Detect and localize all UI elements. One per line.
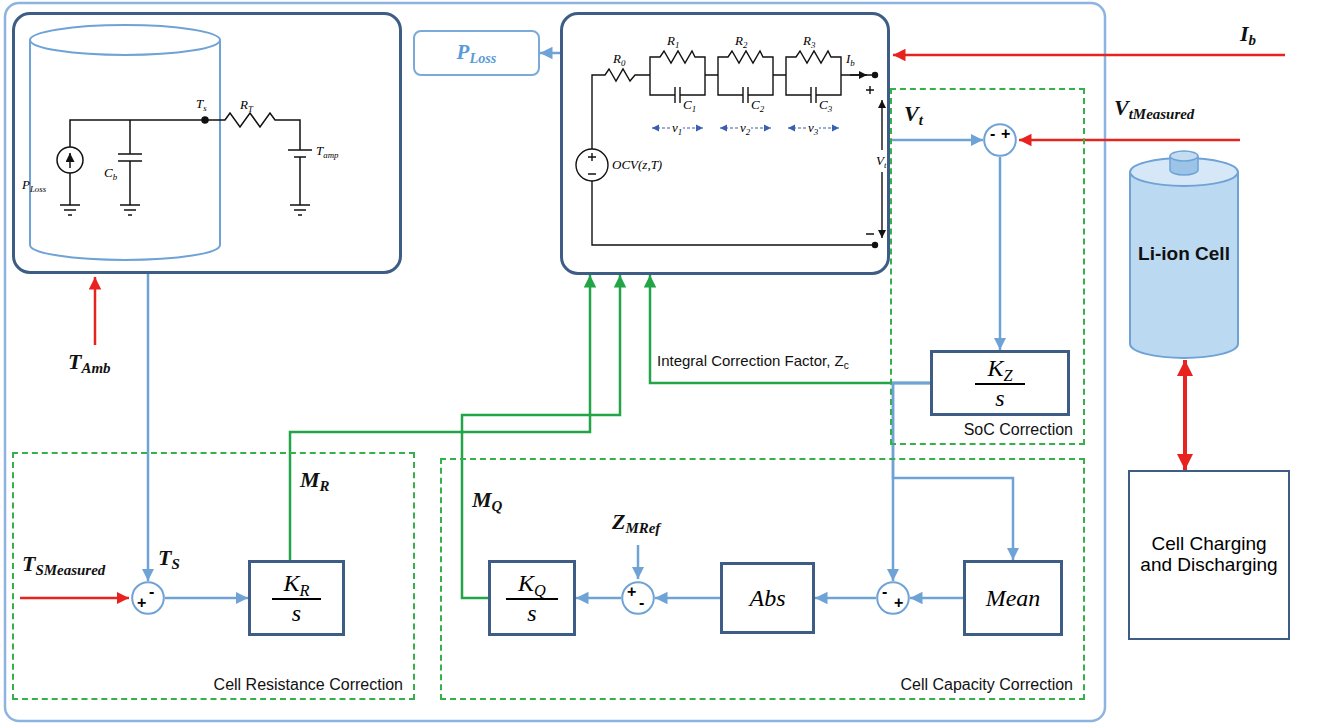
signal-connector (165, 597, 248, 600)
box-label: Cell Charging and Discharging (1138, 534, 1280, 576)
box-label: Abs (750, 585, 786, 611)
region-title: SoC Correction (964, 421, 1073, 439)
sign-label: - (882, 584, 887, 600)
summing-circle (132, 582, 164, 614)
ecm-circuit (576, 69, 882, 248)
signal-connector (910, 597, 963, 600)
charger-box: Cell Charging and Discharging (1128, 470, 1290, 640)
edge-label: Vt (902, 102, 925, 126)
signal-connector (576, 597, 621, 600)
thermal-cylinder (30, 25, 220, 260)
summing-circle (983, 123, 1017, 157)
abs-block: Abs (720, 562, 815, 634)
circuit-label: v2 (739, 121, 751, 134)
li-ion-cell: Li-ion Cell (1128, 148, 1240, 360)
circuit-label: Ib (846, 52, 855, 65)
signal-connector (462, 275, 620, 598)
circuit-label: v3 (807, 121, 819, 134)
circuit-label: OCV(z,T) (612, 158, 662, 171)
equivalent-circuit-box: R0 R1C1v1 R2C2v2 R3C3v3 IbVt OCV(z,T) (560, 12, 890, 275)
signal-label: TAmb (66, 350, 113, 374)
summing-junction: -+ (876, 581, 910, 615)
circuit-label: C3 (819, 98, 832, 111)
transfer-function: s (995, 385, 1004, 411)
circuit-label: R1 (667, 34, 679, 47)
signal-label: VtMeasured (1112, 96, 1196, 120)
cell-body (1130, 172, 1238, 358)
cell-cap (1170, 151, 1198, 161)
transfer-function: s (527, 600, 536, 626)
sign-label: + (627, 584, 636, 600)
signal-connector (890, 139, 983, 142)
circuit-label: v1 (671, 121, 683, 134)
sign-label: + (894, 595, 903, 611)
signal-label: Ib (1238, 22, 1258, 46)
summing-circle (877, 582, 909, 614)
signal-connector (540, 52, 560, 55)
signal-connector (893, 383, 930, 581)
signal-label: TSMeasured (20, 552, 107, 576)
box-label: Mean (986, 585, 1041, 611)
signal-label: ZMRef (610, 510, 662, 534)
sign-label: - (990, 126, 995, 142)
sign-label: + (137, 595, 146, 611)
edge-label: MQ (470, 488, 504, 512)
power-loss-box: PLoss (413, 30, 540, 76)
signal-connector (999, 157, 1002, 350)
summing-junction: +- (621, 581, 655, 615)
circuit-label: PLoss (22, 178, 46, 191)
transfer-function: KQ (506, 570, 558, 599)
summing-circle (131, 581, 165, 615)
signal-connector (650, 275, 930, 383)
summing-junction: +- (131, 581, 165, 615)
circuit-label: R0 (613, 52, 625, 65)
outer-frame (5, 3, 1105, 721)
edge-label: TS (156, 546, 182, 570)
sign-label: - (639, 595, 644, 611)
circuit-label: Ts (196, 97, 207, 110)
summing-circle (984, 124, 1016, 156)
region-title: Cell Resistance Correction (214, 676, 403, 694)
edge-label: Integral Correction Factor, Zc (655, 352, 851, 369)
sign-label: - (149, 584, 154, 600)
signal-connector (655, 597, 720, 600)
summing-circle (621, 581, 655, 615)
rc-branch (786, 51, 841, 128)
signal-connector (1183, 360, 1187, 470)
integrator-block: KRs (248, 560, 345, 636)
mean-block: Mean (963, 560, 1063, 636)
input-arrows (20, 55, 1285, 598)
signal-connector (147, 274, 150, 581)
circuit-label: R3 (803, 34, 815, 47)
circuit-label: R2 (735, 34, 747, 47)
thermal-circuit (57, 113, 312, 215)
circuit-label: RT (240, 98, 253, 111)
capacity-correction-region: Cell Capacity CorrectionKQs+-Abs-+Mean (440, 458, 1085, 700)
integrator-block: KZs (930, 350, 1070, 416)
circuit-label: Vt (876, 154, 886, 167)
region-title: Cell Capacity Correction (900, 676, 1073, 694)
circuit-label: Cb (104, 166, 117, 179)
summing-circle (622, 582, 654, 614)
sign-label: + (1001, 126, 1010, 142)
transfer-function: KR (272, 570, 322, 599)
circuit-label: Tamp (316, 144, 338, 157)
transfer-function: KZ (975, 355, 1024, 384)
cell-label: Li-ion Cell (1138, 244, 1230, 265)
summing-junction: -+ (983, 123, 1017, 157)
summing-circle (876, 581, 910, 615)
box-label: PLoss (457, 41, 497, 64)
circuit-label: C2 (751, 98, 764, 111)
rc-branch (718, 51, 773, 128)
thermal-model-box: PLoss Cb Ts RT Tamp (12, 12, 402, 274)
soc-correction-region: SoC Correction -+ KZs (890, 88, 1085, 445)
edge-label: MR (298, 468, 332, 492)
circuit-label: C1 (683, 98, 696, 111)
integrator-block: KQs (488, 560, 576, 636)
transfer-function: s (292, 600, 301, 626)
rc-branch (650, 51, 705, 128)
signal-connector (815, 597, 876, 600)
